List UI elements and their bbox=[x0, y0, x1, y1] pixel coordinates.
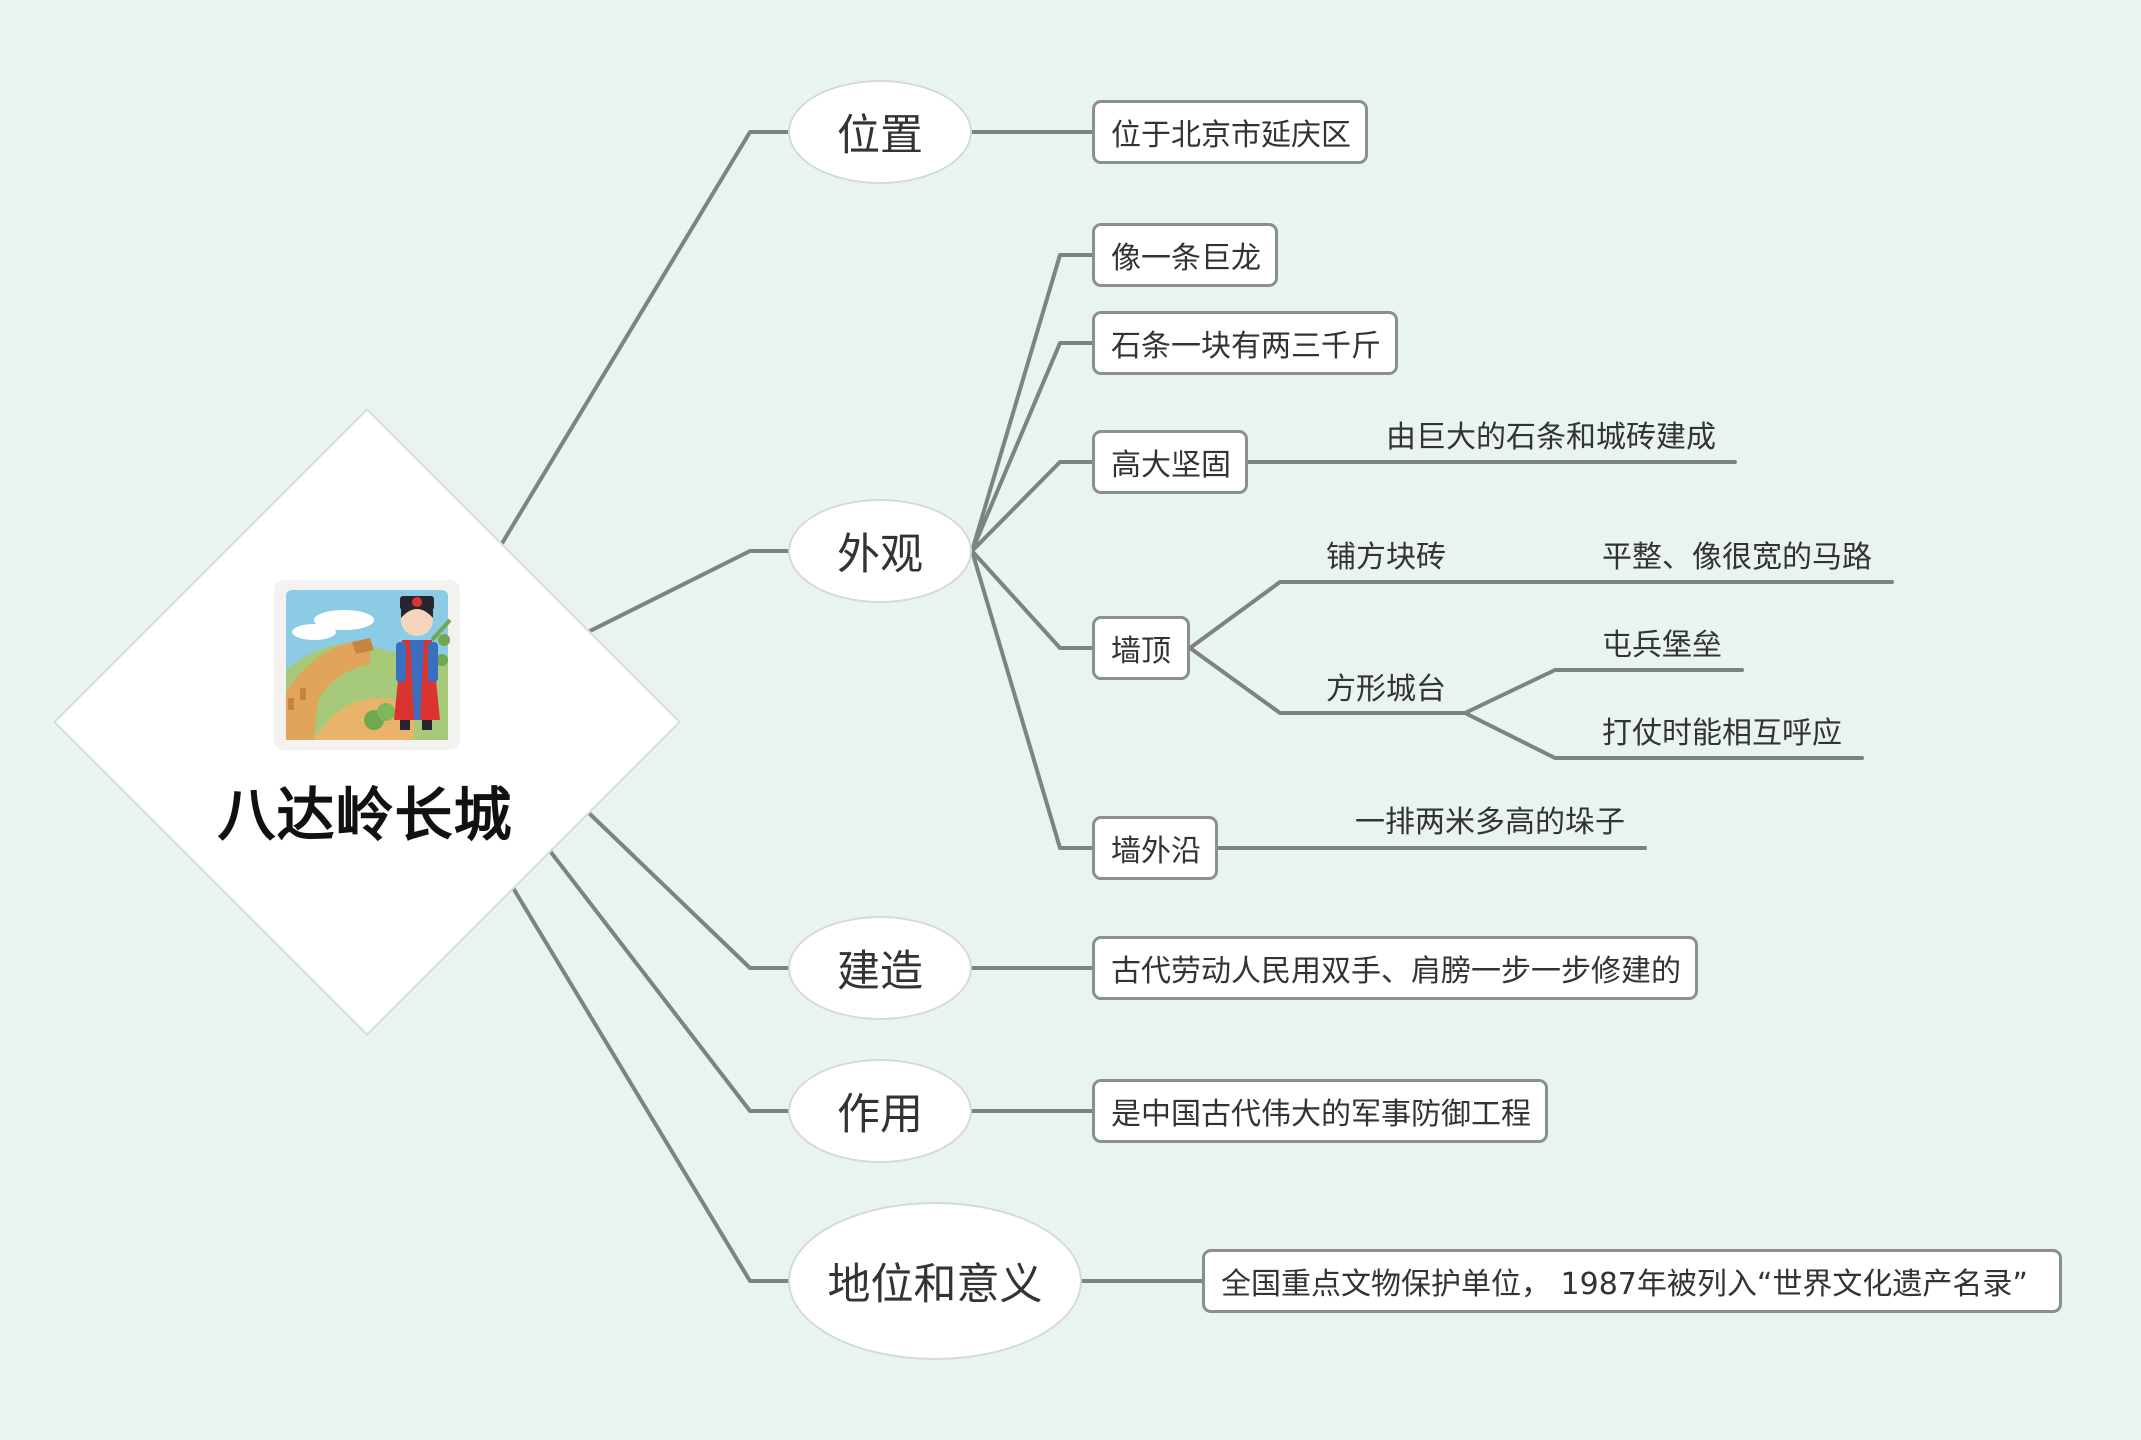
node-location[interactable]: 位置 bbox=[788, 80, 972, 184]
label-platform: 方形城台 bbox=[1326, 672, 1446, 707]
node-function[interactable]: 作用 bbox=[788, 1059, 972, 1163]
line-appearance-stone bbox=[970, 341, 1094, 553]
box-status-detail[interactable]: 全国重点文物保护单位， 1987年被列入“世界文化遗产名录” bbox=[1202, 1249, 2062, 1313]
line-root-status bbox=[493, 856, 790, 1283]
label-sturdy-detail: 由巨大的石条和城砖建成 bbox=[1386, 420, 1716, 455]
box-construction-detail[interactable]: 古代劳动人民用双手、肩膀一步一步修建的 bbox=[1092, 936, 1698, 1000]
line-appearance-outer bbox=[970, 549, 1094, 850]
box-dragon[interactable]: 像一条巨龙 bbox=[1092, 223, 1278, 287]
box-sturdy[interactable]: 高大坚固 bbox=[1092, 430, 1248, 494]
line-platform-d1 bbox=[1463, 668, 1744, 715]
great-wall-illustration bbox=[274, 580, 460, 750]
box-outer-edge[interactable]: 墙外沿 bbox=[1092, 816, 1218, 880]
line-root-location bbox=[493, 130, 790, 557]
label-platform-detail-1: 屯兵堡垒 bbox=[1602, 628, 1722, 663]
line-appearance-dragon bbox=[970, 253, 1094, 553]
line-appearance-sturdy bbox=[970, 460, 1094, 553]
line-platform-d2 bbox=[1463, 711, 1864, 760]
line-root-function bbox=[528, 823, 790, 1113]
node-construction[interactable]: 建造 bbox=[788, 916, 972, 1020]
label-paving-detail: 平整、像很宽的马路 bbox=[1602, 540, 1872, 575]
line-walltop-paving bbox=[1188, 580, 1894, 650]
box-function-detail[interactable]: 是中国古代伟大的军事防御工程 bbox=[1092, 1079, 1548, 1143]
great-wall-girl-icon bbox=[274, 580, 460, 750]
box-stone[interactable]: 石条一块有两三千斤 bbox=[1092, 311, 1398, 375]
line-root-appearance bbox=[578, 549, 790, 638]
root-title: 八达岭长城 bbox=[217, 781, 513, 849]
node-status[interactable]: 地位和意义 bbox=[788, 1202, 1082, 1360]
label-platform-detail-2: 打仗时能相互呼应 bbox=[1602, 716, 1842, 751]
line-root-construction bbox=[563, 788, 790, 970]
node-appearance[interactable]: 外观 bbox=[788, 499, 972, 603]
label-paving: 铺方块砖 bbox=[1326, 540, 1446, 575]
label-outer-edge-detail: 一排两米多高的垛子 bbox=[1355, 805, 1625, 840]
box-walltop[interactable]: 墙顶 bbox=[1092, 616, 1190, 680]
line-walltop-platform bbox=[1188, 646, 1467, 715]
line-appearance-walltop bbox=[970, 549, 1094, 650]
box-location-detail[interactable]: 位于北京市延庆区 bbox=[1092, 100, 1368, 164]
